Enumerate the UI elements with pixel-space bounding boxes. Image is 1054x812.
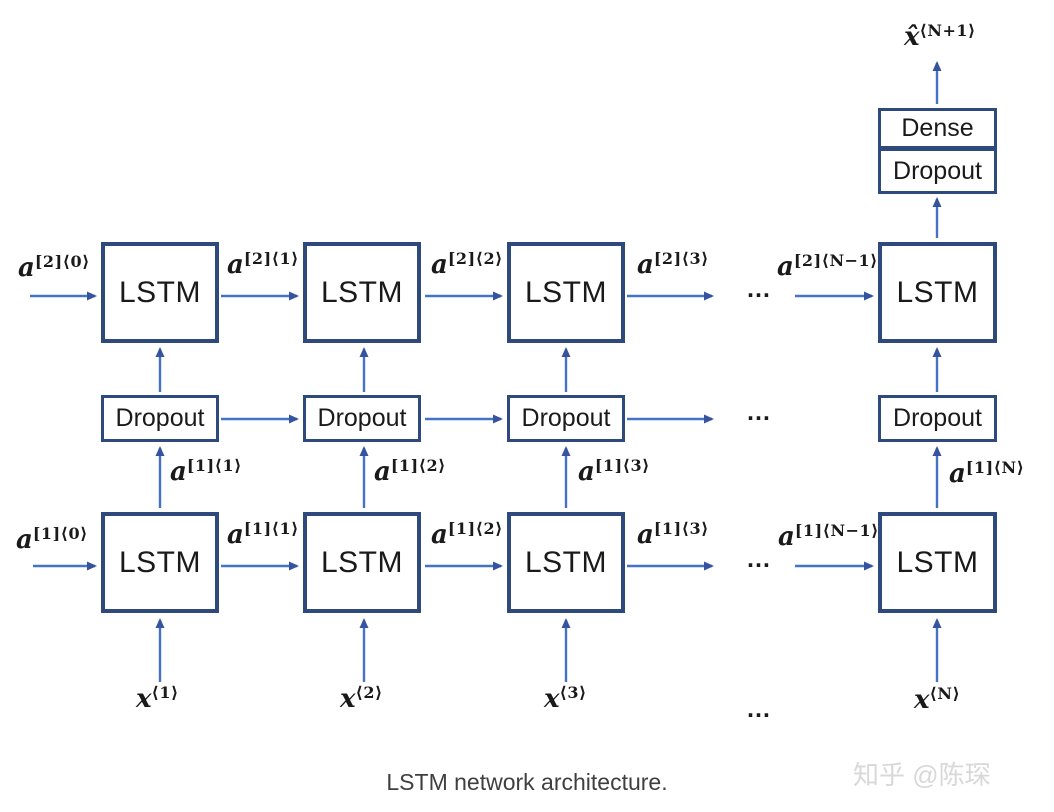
lstm-layer1-t1: LSTM — [101, 512, 219, 613]
lstm-layer1-tN: LSTM — [878, 512, 997, 613]
lstm-layer2-tN: LSTM — [878, 242, 997, 343]
dropout-t2: Dropout — [303, 395, 421, 442]
label-a2-Nm1: a[2]⟨N−1⟩ — [777, 251, 878, 282]
label-a2-2: a[2]⟨2⟩ — [431, 249, 503, 280]
label-a1-3: a[1]⟨3⟩ — [637, 519, 709, 550]
output-dropout-box: Dropout — [878, 148, 997, 194]
label-a1-2-up: a[1]⟨2⟩ — [374, 456, 446, 487]
lstm-label: LSTM — [896, 545, 979, 579]
lstm-label: LSTM — [118, 545, 201, 579]
ellipsis-layer2-row: … — [746, 275, 772, 303]
ellipsis-input-row: … — [746, 695, 772, 723]
label-a1-1-up: a[1]⟨1⟩ — [170, 456, 242, 487]
ellipsis-layer1-row: … — [746, 545, 772, 573]
lstm-layer1-t3: LSTM — [507, 512, 625, 613]
lstm-label: LSTM — [320, 545, 403, 579]
label-xhat-Np1: x̂⟨N+1⟩ — [904, 21, 976, 52]
label-a2-1: a[2]⟨1⟩ — [227, 249, 299, 280]
dropout-tN: Dropout — [878, 395, 997, 442]
lstm-label: LSTM — [320, 275, 403, 309]
lstm-layer1-t2: LSTM — [303, 512, 421, 613]
label-a1-N-up: a[1]⟨N⟩ — [949, 458, 1025, 489]
dropout-label: Dropout — [893, 156, 982, 185]
lstm-label: LSTM — [896, 275, 979, 309]
label-x2: x⟨2⟩ — [340, 683, 383, 714]
label-a1-1: a[1]⟨1⟩ — [227, 519, 299, 550]
lstm-layer2-t3: LSTM — [507, 242, 625, 343]
dense-box: Dense — [878, 108, 997, 149]
figure-caption: LSTM network architecture. — [386, 769, 668, 795]
dense-label: Dense — [901, 114, 974, 142]
dropout-label: Dropout — [115, 404, 205, 432]
label-a1-3-up: a[1]⟨3⟩ — [578, 456, 650, 487]
lstm-label: LSTM — [524, 545, 607, 579]
ellipsis-dropout-row: … — [746, 398, 772, 426]
label-a1-0: a[1]⟨0⟩ — [16, 524, 88, 555]
label-x1: x⟨1⟩ — [136, 683, 179, 714]
dropout-t3: Dropout — [507, 395, 625, 442]
label-a1-2: a[1]⟨2⟩ — [431, 519, 503, 550]
label-x3: x⟨3⟩ — [544, 683, 587, 714]
label-a2-3: a[2]⟨3⟩ — [637, 249, 709, 280]
dropout-label: Dropout — [893, 404, 982, 432]
label-a2-0: a[2]⟨0⟩ — [18, 252, 90, 283]
dropout-label: Dropout — [317, 404, 407, 432]
watermark: 知乎 @陈琛 — [853, 760, 991, 790]
dropout-t1: Dropout — [101, 395, 219, 442]
lstm-layer2-t1: LSTM — [101, 242, 219, 343]
label-a1-Nm1: a[1]⟨N−1⟩ — [778, 521, 879, 552]
label-xN: x⟨N⟩ — [914, 684, 961, 715]
lstm-layer2-t2: LSTM — [303, 242, 421, 343]
lstm-label: LSTM — [524, 275, 607, 309]
lstm-label: LSTM — [118, 275, 201, 309]
dropout-label: Dropout — [521, 404, 611, 432]
